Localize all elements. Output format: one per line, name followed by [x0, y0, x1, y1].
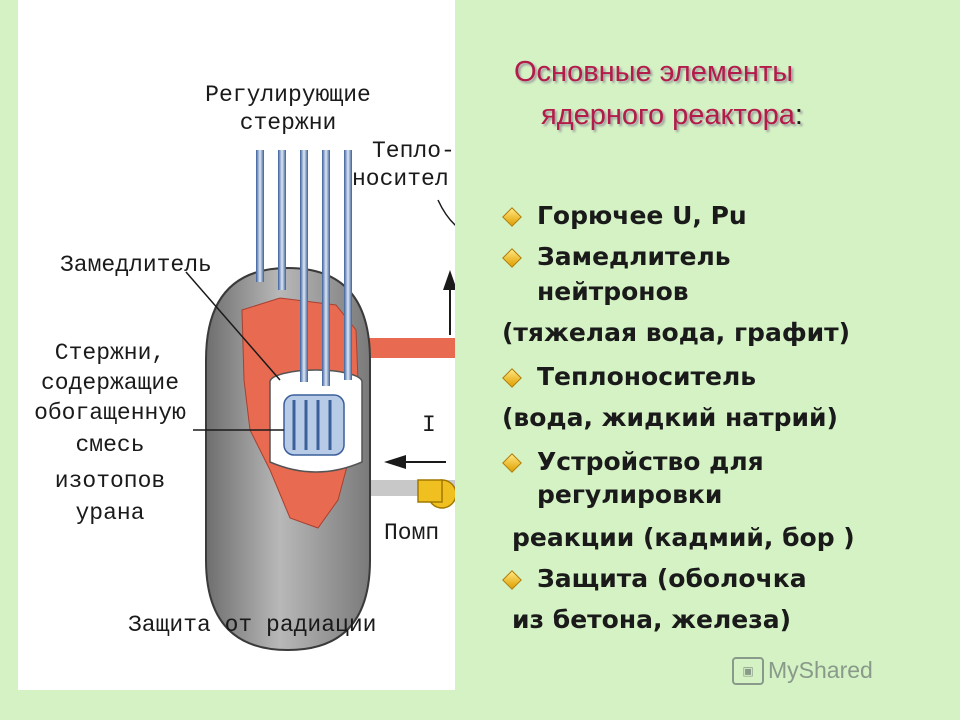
label-control-rods-2: стержни [239, 110, 337, 136]
bullet-icon [502, 453, 522, 473]
fuel-rod-lines [292, 400, 332, 450]
list-item: реакции (кадмий, бор ) [512, 523, 855, 552]
label-fuel-rods-3: обогащенную [34, 400, 186, 426]
label-fuel-rods-5: изотопов [54, 468, 166, 494]
label-fuel-rods-4: смесь [75, 432, 145, 458]
bullet-icon [502, 368, 522, 388]
watermark: ▣ MyShared [732, 657, 873, 685]
list-item: (тяжелая вода, графит) [502, 318, 851, 347]
list-item: Защита (оболочка [537, 564, 807, 593]
list-item: нейтронов [537, 277, 689, 306]
label-coolant-1: Тепло- [372, 138, 455, 164]
title-colon: : [794, 99, 803, 131]
reactor-diagram: Регулирующие стержни Тепло- носител Заме… [18, 0, 455, 690]
leader-lines [185, 199, 455, 431]
label-fuel-rods-2: содержащие [40, 370, 180, 396]
slide-title-line1: Основные элементы [514, 56, 794, 88]
label-fuel-rods-1: Стержни, [54, 340, 166, 366]
label-moderator: Замедлитель [60, 252, 212, 278]
list-item: регулировки [537, 480, 723, 509]
hot-pipe [348, 338, 455, 358]
bullet-icon [502, 207, 522, 227]
label-marker-i: I [422, 412, 436, 438]
label-fuel-rods-6: урана [75, 500, 145, 526]
list-item: Замедлитель [537, 242, 731, 271]
label-control-rods-1: Регулирующие [205, 82, 371, 108]
bullet-icon [502, 570, 522, 590]
list-item: Горючее U, Pu [537, 201, 747, 230]
logo-icon: ▣ [732, 657, 764, 685]
list-item: Устройство для [537, 447, 764, 476]
list-item: Теплоноситель [537, 362, 757, 391]
label-coolant-2: носител [352, 166, 449, 192]
list-item: (вода, жидкий натрий) [502, 403, 838, 432]
bullet-icon [502, 248, 522, 268]
label-shield: Защита от радиации [128, 612, 377, 638]
label-pump: Помп [384, 520, 440, 546]
reactor-drawing [185, 150, 455, 652]
slide-title-line2: ядерного реактора: [541, 99, 803, 131]
watermark-text: MyShared [768, 657, 873, 683]
list-item: из бетона, железа) [512, 605, 792, 634]
control-rods [256, 150, 352, 386]
